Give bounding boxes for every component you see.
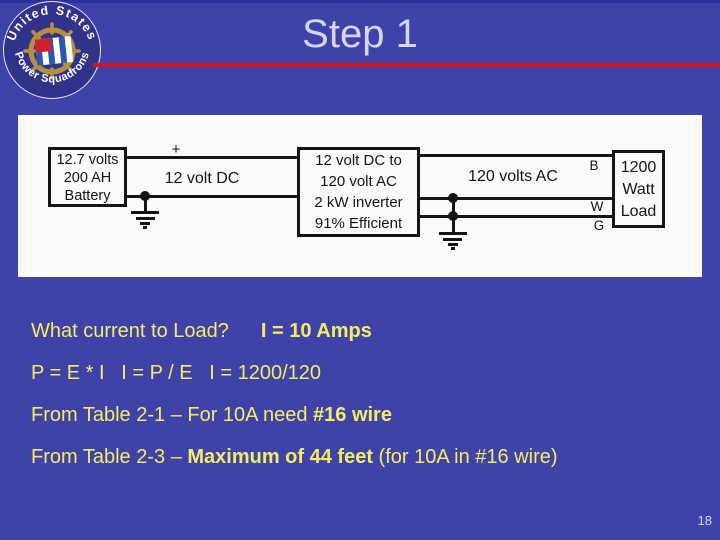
title-underline-rule [93,63,720,67]
slide-title: Step 1 [302,12,418,56]
question-text: What current to Load? [31,320,229,342]
ac-ground-bar-2 [443,238,462,241]
battery-line-2: 200 AH [63,170,112,186]
table-2-3-suffix: (for 10A in #16 wire) [372,446,558,468]
load-box: 1200 Watt Load [612,150,665,228]
ac-wire-label: 120 volts AC [468,168,558,185]
wire-size-text: #16 wire [313,404,392,426]
inverter-line-4: 91% Efficient [314,215,403,232]
dc-wire-label: 12 volt DC [164,170,240,187]
ac-ground-bar-1 [439,232,467,235]
load-line-2: Watt [622,181,655,198]
ac-ground-bar-3 [448,243,458,246]
max-feet-text: Maximum of 44 feet [187,446,373,468]
page-number: 18 [697,513,712,528]
dc-ground-bar-4 [143,226,147,229]
inverter-line-2: 120 volt AC [320,173,397,190]
dc-ground-bar-1 [131,211,159,214]
battery-box: 12.7 volts 200 AH Battery [48,147,127,207]
body-line-formula: P = E * I I = P / E I = 1200/120 [31,362,322,384]
body-line-table-2-1: From Table 2-1 – For 10A need #16 wire [31,404,392,427]
inverter-line-1: 12 volt DC to [315,152,402,169]
wire-label-w: W [590,199,604,214]
table-2-1-text: From Table 2-1 – For 10A need [31,404,314,426]
slide-top-edge [0,0,720,3]
ac-ground-wire [418,215,612,218]
wire-label-g: G [593,218,605,233]
body-line-table-2-3: From Table 2-3 – Maximum of 44 feet (for… [31,446,558,469]
circuit-diagram-panel: 12.7 volts 200 AH Battery + 12 volt DC 1… [18,115,702,277]
dc-ground-bar-3 [140,222,150,225]
dc-plus-label: + [171,141,181,158]
load-line-3: Load [620,203,657,220]
inverter-line-3: 2 kW inverter [314,194,403,211]
ac-ground-stem [452,198,455,232]
wire-label-b: B [589,158,599,173]
dc-ground-bar-2 [136,217,155,220]
load-line-1: 1200 [620,159,657,176]
ac-white-wire [418,197,612,200]
usps-logo: United States Power Squadrons [3,1,101,99]
body-line-current-question: What current to Load? I = 10 Amps [31,320,372,343]
ac-black-wire [418,154,612,157]
inverter-box: 12 volt DC to 120 volt AC 2 kW inverter … [297,147,420,237]
dc-ground-stem [144,196,147,213]
usps-ensign-flag-icon [34,35,74,66]
dc-negative-wire [125,195,299,198]
ac-ground-bar-4 [451,247,455,250]
battery-line-1: 12.7 volts [56,152,119,168]
table-2-3-text: From Table 2-3 – [31,446,188,468]
answer-text: I = 10 Amps [260,320,372,342]
battery-line-3: Battery [64,188,111,204]
dc-positive-wire [125,156,299,159]
